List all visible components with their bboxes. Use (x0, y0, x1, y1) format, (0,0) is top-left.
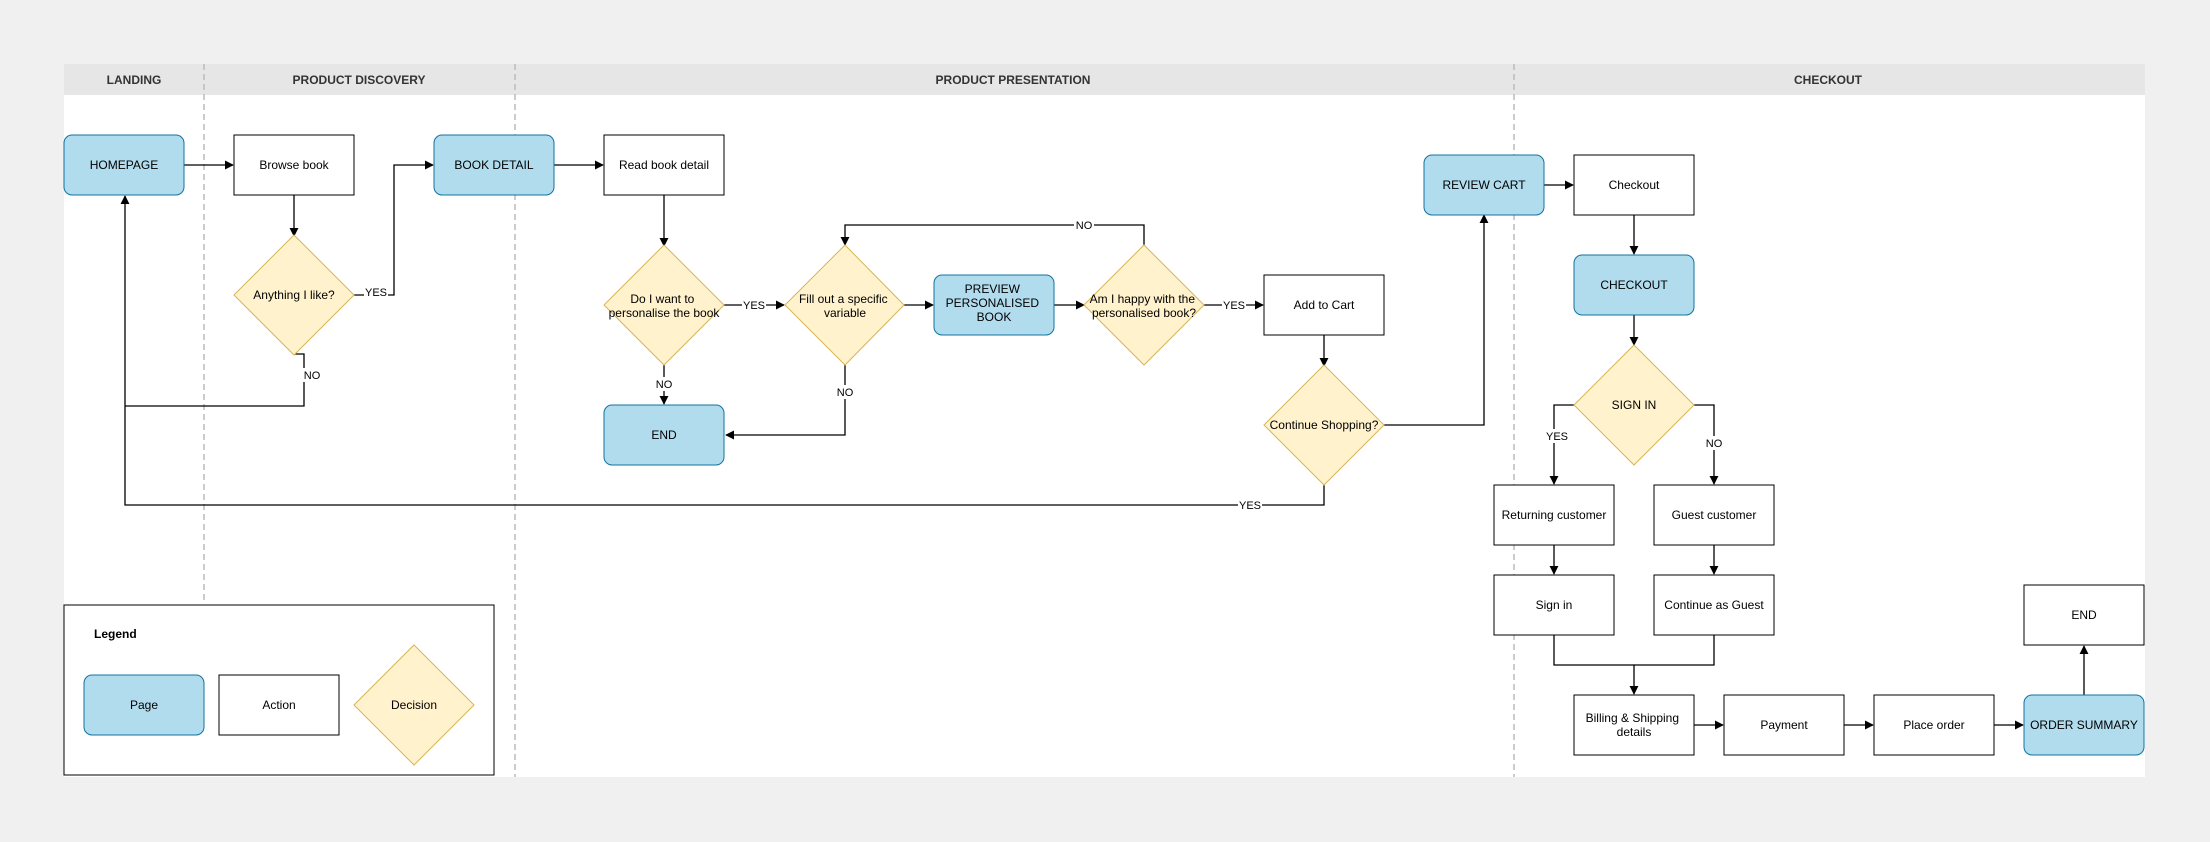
lane-header-bar (64, 64, 2145, 95)
node-anything-i-like-label: Anything I like? (253, 288, 335, 302)
node-read-book-detail-label: Read book detail (619, 158, 709, 172)
node-preview-book-label: PREVIEW PERSONALISED BOOK (946, 282, 1043, 324)
node-billing-shipping-label: Billing & Shipping details (1586, 711, 1683, 739)
edge-label-no: NO (656, 379, 673, 391)
lane-header-landing: LANDING (107, 73, 162, 87)
legend: Legend Page Action Decision (63, 604, 495, 776)
legend-decision-swatch (353, 644, 475, 766)
node-homepage-label: HOMEPAGE (90, 158, 158, 172)
edge-label-yes: YES (743, 300, 765, 312)
node-browse-book (233, 134, 355, 196)
edge-label-no: NO (1076, 220, 1093, 232)
node-review-cart-label: REVIEW CART (1442, 178, 1526, 192)
node-billing-shipping (1573, 694, 1695, 756)
node-add-to-cart (1263, 274, 1385, 336)
node-place-order-label: Place order (1903, 718, 1964, 732)
legend-action-swatch (218, 674, 340, 736)
node-anything-i-like (233, 234, 355, 356)
node-order-summary-label: ORDER SUMMARY (2030, 718, 2138, 732)
node-continue-as-guest (1653, 574, 1775, 636)
node-guest-customer-label: Guest customer (1672, 508, 1757, 522)
node-returning-customer (1493, 484, 1615, 546)
node-fill-variable-label: Fill out a specific variable (799, 292, 891, 320)
node-read-book-detail (603, 134, 725, 196)
node-sign-in-decision (1573, 344, 1695, 466)
node-personalise-decision (603, 244, 725, 366)
node-continue-shopping-label: Continue Shopping? (1270, 418, 1379, 432)
node-happy-decision (1083, 244, 1205, 366)
node-end-presentation (603, 404, 725, 466)
node-continue-as-guest-label: Continue as Guest (1664, 598, 1764, 612)
node-payment-label: Payment (1760, 718, 1808, 732)
node-sign-in-label: Sign in (1536, 598, 1573, 612)
node-payment (1723, 694, 1845, 756)
edge-label-yes: YES (1223, 300, 1245, 312)
node-checkout-action-label: Checkout (1609, 178, 1660, 192)
edge-signin-yes-returning (1549, 404, 1574, 485)
node-checkout-action (1573, 154, 1695, 216)
node-homepage (63, 134, 185, 196)
edge-guest-billing (1634, 635, 1715, 666)
node-place-order (1873, 694, 1995, 756)
edge-label-yes: YES (365, 287, 387, 299)
legend-title: Legend (94, 627, 137, 641)
edge-happy-no-fill (840, 224, 1145, 246)
edge-label-yes: YES (1546, 431, 1568, 443)
node-book-detail-label: BOOK DETAIL (454, 158, 533, 172)
edge-label-no: NO (304, 370, 321, 382)
node-order-summary (2023, 694, 2145, 756)
edge-signin-no-guest (1694, 404, 1719, 485)
legend-decision-label: Decision (391, 698, 437, 712)
node-checkout-page (1573, 254, 1695, 316)
node-happy-decision-label: Am I happy with the personalised book? (1090, 292, 1199, 320)
legend-action-label: Action (262, 698, 295, 712)
node-sign-in-decision-label: SIGN IN (1612, 398, 1657, 412)
node-end-checkout (2023, 584, 2145, 646)
node-sign-in (1493, 574, 1615, 636)
node-fill-variable (784, 244, 905, 366)
lane-header-product-discovery: PRODUCT DISCOVERY (293, 73, 426, 87)
node-guest-customer (1653, 484, 1775, 546)
node-browse-book-label: Browse book (259, 158, 329, 172)
node-returning-customer-label: Returning customer (1502, 508, 1607, 522)
node-end-presentation-label: END (651, 428, 677, 442)
edge-continue-yes-homepage (120, 195, 1325, 506)
edge-signin-billing (1553, 635, 1639, 695)
edge-continue-review-cart (1384, 214, 1489, 426)
node-book-detail (433, 134, 555, 196)
node-review-cart (1423, 154, 1545, 216)
node-end-checkout-label: END (2071, 608, 2097, 622)
node-personalise-decision-label: Do I want to personalise the book (609, 292, 721, 320)
edge-label-no: NO (837, 387, 854, 399)
edge-label-yes: YES (1239, 500, 1261, 512)
lane-header-product-presentation: PRODUCT PRESENTATION (936, 73, 1091, 87)
node-preview-book (933, 274, 1055, 336)
lane-header-checkout: CHECKOUT (1794, 73, 1863, 87)
node-continue-shopping (1263, 364, 1385, 486)
legend-page-label: Page (130, 698, 158, 712)
edge-label-no: NO (1706, 438, 1723, 450)
node-add-to-cart-label: Add to Cart (1294, 298, 1355, 312)
node-checkout-page-label: CHECKOUT (1600, 278, 1668, 292)
legend-page-swatch (83, 674, 205, 736)
